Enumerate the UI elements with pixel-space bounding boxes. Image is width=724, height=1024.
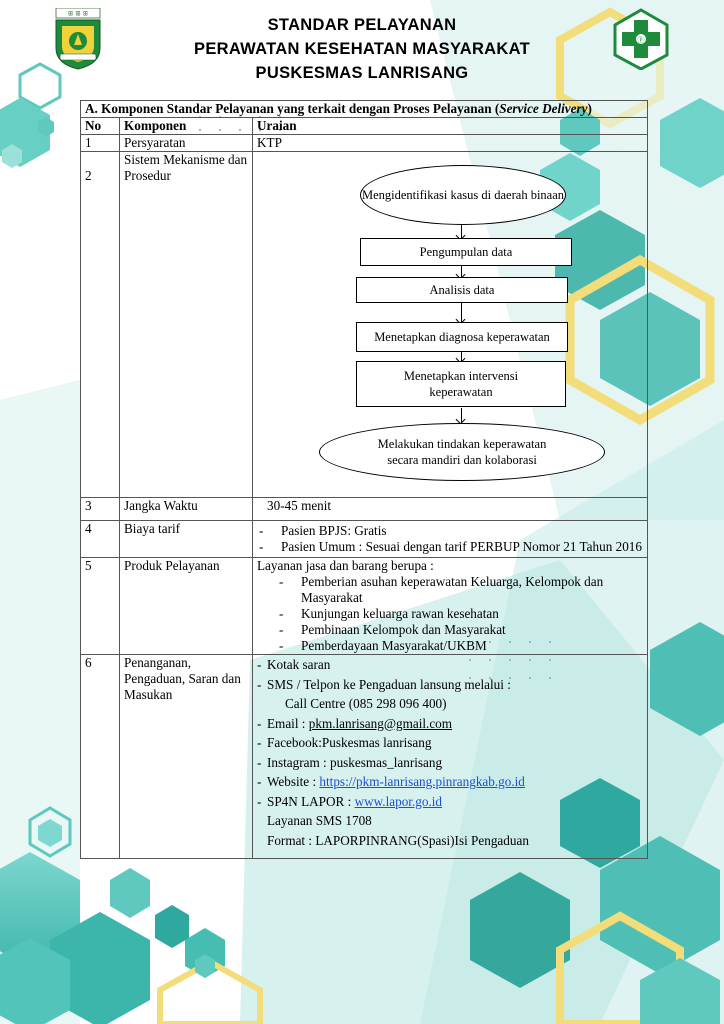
service-standard-table: A. Komponen Standar Pelayanan yang terka… bbox=[80, 100, 648, 859]
flow-step-analyze: Analisis data bbox=[356, 277, 568, 303]
row-komponen: Biaya tarif bbox=[119, 520, 253, 558]
row-number: 5 bbox=[80, 557, 120, 655]
table-row: 4 Biaya tarif Pasien BPJS: Gratis Pasien… bbox=[80, 520, 648, 558]
contact-instagram: Instagram : puskesmas_lanrisang bbox=[257, 753, 643, 773]
contact-facebook: Facebook:Puskesmas lanrisang bbox=[257, 733, 643, 753]
flow-step-collect: Pengumpulan data bbox=[360, 238, 572, 266]
email-link[interactable]: pkm.lanrisang@gmail.com bbox=[308, 715, 453, 731]
list-item: Pasien BPJS: Gratis bbox=[257, 523, 643, 539]
svg-text:ⓟ: ⓟ bbox=[638, 36, 645, 44]
table-header-row: No Komponen Uraian bbox=[80, 117, 648, 135]
contact-email: Email : pkm.lanrisang@gmail.com bbox=[257, 714, 643, 734]
header-line-1: STANDAR PELAYANAN bbox=[267, 16, 457, 34]
row-number: 4 bbox=[80, 520, 120, 558]
row-komponen: Jangka Waktu bbox=[119, 497, 253, 521]
header-line-3: PUSKESMAS LANRISANG bbox=[255, 64, 469, 82]
flow-step-diagnose: Menetapkan diagnosa keperawatan bbox=[356, 322, 568, 352]
flow-arrow bbox=[461, 351, 462, 361]
table-row: 5 Produk Pelayanan Layanan jasa dan bara… bbox=[80, 557, 648, 655]
contact-call-centre: Call Centre (085 298 096 400) bbox=[285, 696, 447, 711]
row-number: 3 bbox=[80, 497, 120, 521]
flow-step-identify: Mengidentifikasi kasus di daerah binaan bbox=[360, 165, 566, 225]
row-number: 1 bbox=[80, 134, 120, 152]
product-intro: Layanan jasa dan barang berupa : bbox=[257, 558, 434, 573]
list-item: Pasien Umum : Sesuai dengan tarif PERBUP… bbox=[257, 539, 643, 555]
flow-arrow bbox=[461, 265, 462, 277]
column-header-no: No bbox=[80, 117, 120, 135]
flow-arrow bbox=[461, 302, 462, 322]
row-uraian: Layanan jasa dan barang berupa : Pemberi… bbox=[252, 557, 648, 655]
puskesmas-cross-icon: ⓟ bbox=[613, 8, 669, 70]
section-title: A. Komponen Standar Pelayanan yang terka… bbox=[80, 100, 648, 118]
row-uraian: Kotak saran SMS / Telpon ke Pengaduan la… bbox=[252, 654, 648, 859]
list-item: Pemberian asuhan keperawatan Keluarga, K… bbox=[257, 574, 643, 606]
list-item: Kunjungan keluarga rawan kesehatan bbox=[257, 606, 643, 622]
row-komponen: Penanganan, Pengaduan, Saran dan Masukan bbox=[119, 654, 253, 859]
contact-sms-service: Layanan SMS 1708 bbox=[267, 813, 372, 828]
row-uraian: Pasien BPJS: Gratis Pasien Umum : Sesuai… bbox=[252, 520, 648, 558]
contact-sms: SMS / Telpon ke Pengaduan lansung melalu… bbox=[257, 675, 643, 695]
contact-website: Website : https://pkm-lanrisang.pinrangk… bbox=[257, 772, 643, 792]
row-komponen: Persyaratan bbox=[119, 134, 253, 152]
flow-step-action: Melakukan tindakan keperawatan secara ma… bbox=[319, 423, 605, 481]
row-uraian: 30-45 menit bbox=[252, 497, 648, 521]
column-header-komponen: Komponen bbox=[119, 117, 253, 135]
contact-sms-format: Format : LAPORPINRANG(Spasi)Isi Pengadua… bbox=[267, 832, 529, 848]
table-row: 3 Jangka Waktu 30-45 menit bbox=[80, 497, 648, 521]
row-uraian: KTP bbox=[252, 134, 648, 152]
svg-text:ꕥ ꕥ ꕥ: ꕥ ꕥ ꕥ bbox=[68, 11, 89, 18]
flow-step-intervention: Menetapkan intervensi keperawatan bbox=[356, 361, 566, 407]
website-link[interactable]: https://pkm-lanrisang.pinrangkab.go.id bbox=[319, 774, 525, 789]
sp4n-link[interactable]: www.lapor.go.id bbox=[354, 793, 442, 809]
row-number: 6 bbox=[80, 654, 120, 859]
list-item: Pemberdayaan Masyarakat/UKBM bbox=[257, 638, 643, 654]
table-row: 6 Penanganan, Pengaduan, Saran dan Masuk… bbox=[80, 654, 648, 859]
table-row: 1 Persyaratan KTP bbox=[80, 134, 648, 152]
column-header-uraian: Uraian bbox=[252, 117, 648, 135]
contact-sp4n: SP4N LAPOR : www.lapor.go.id bbox=[257, 792, 643, 812]
flow-arrow bbox=[461, 408, 462, 422]
pinrang-regency-crest-icon: ꕥ ꕥ ꕥ bbox=[55, 8, 101, 70]
list-item: Pembinaan Kelompok dan Masyarakat bbox=[257, 622, 643, 638]
table-row: 2 Sistem Mekanisme dan Prosedur Mengiden… bbox=[80, 151, 648, 498]
row-number: 2 bbox=[80, 151, 120, 498]
row-komponen: Produk Pelayanan bbox=[119, 557, 253, 655]
header-line-2: PERAWATAN KESEHATAN MASYARAKAT bbox=[194, 40, 530, 58]
row-komponen: Sistem Mekanisme dan Prosedur bbox=[119, 151, 253, 498]
contact-suggestion-box: Kotak saran bbox=[257, 655, 643, 675]
procedure-flowchart: Mengidentifikasi kasus di daerah binaan … bbox=[252, 151, 648, 498]
flow-arrow bbox=[461, 224, 462, 238]
